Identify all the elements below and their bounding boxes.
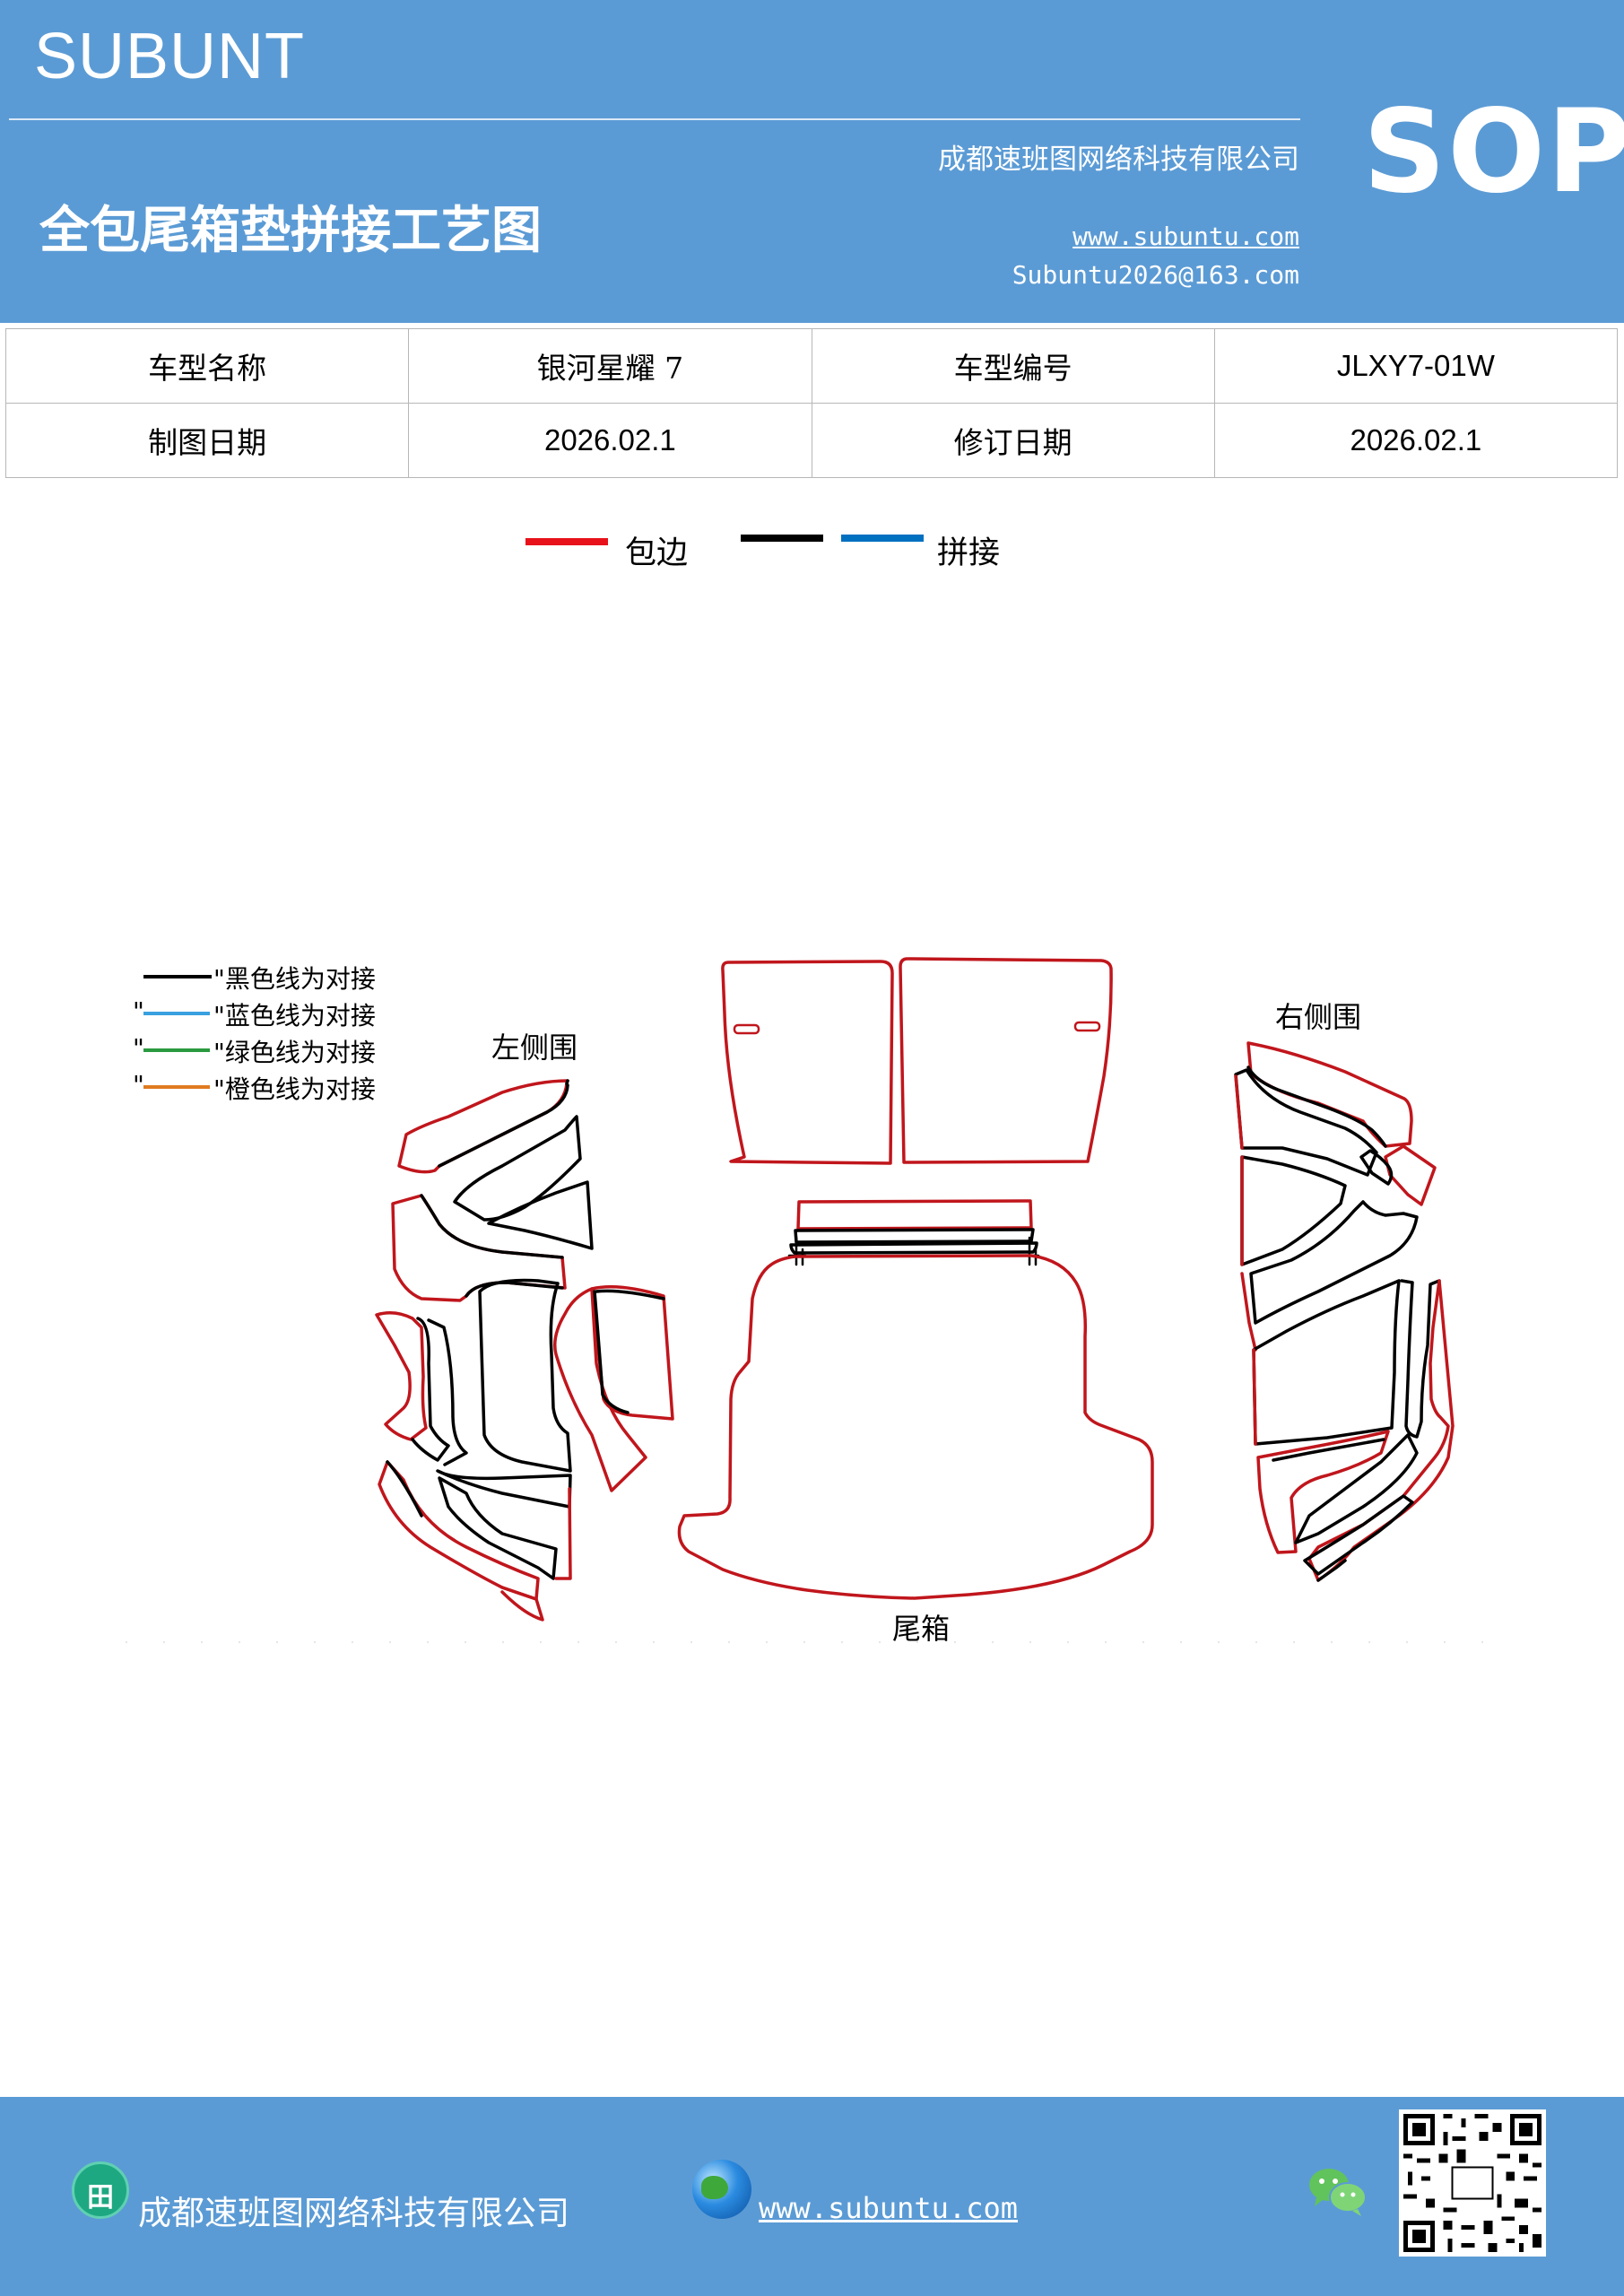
edge-binding-label: 包边 [625, 535, 689, 571]
seam-label: 拼接 [937, 535, 1001, 571]
edge-binding-swatch [525, 538, 608, 545]
seat-back-right-panel [899, 957, 1113, 1164]
seam-black-swatch [741, 535, 823, 542]
seat-back-left-panel [721, 960, 894, 1165]
right-side-panels [1234, 1041, 1455, 1582]
model-name-label: 车型名称 [4, 328, 410, 404]
trunk-label: 尾箱 [892, 1612, 951, 1646]
right-side-label: 右侧围 [1275, 1000, 1362, 1034]
footer-company-name: 成都速班图网络科技有限公司 [138, 2194, 569, 2232]
legend-item-label: "蓝色线为对接 [213, 1001, 376, 1031]
front-strip [787, 1199, 1040, 1266]
document-title: 全包尾箱垫拼接工艺图 [39, 201, 542, 260]
legend-quote: " [133, 1070, 144, 1100]
black-line-swatch [143, 975, 212, 978]
blue-line-swatch [143, 1012, 210, 1015]
brand-name: SUBUNT [34, 21, 306, 92]
vehicle-info-table: 车型名称 银河星耀 7 车型编号 JLXY7-01W 制图日期 2026.02.… [4, 328, 1619, 478]
left-side-label: 左侧围 [491, 1031, 578, 1065]
seam-blue-swatch [841, 535, 924, 542]
orange-line-swatch [143, 1085, 210, 1089]
header-divider [9, 118, 1300, 120]
header-website-link[interactable]: www.subuntu.com [1073, 222, 1299, 251]
header-email[interactable]: Subuntu2026@163.com [1012, 260, 1299, 290]
header-company-name: 成都速班图网络科技有限公司 [938, 144, 1299, 176]
line-legend: 包边 拼接 [0, 511, 1624, 583]
left-side-panels [375, 1079, 674, 1622]
legend-item-label: "橙色线为对接 [213, 1074, 376, 1104]
trunk-mat-pattern-diagram [126, 957, 1489, 1643]
legend-quote: " [133, 1033, 144, 1063]
legend-quote: " [133, 996, 144, 1026]
table-row: 车型名称 银河星耀 7 车型编号 JLXY7-01W [4, 328, 1619, 404]
qr-code[interactable] [1399, 2109, 1546, 2257]
footer-website-link[interactable]: www.subuntu.com [759, 2191, 1018, 2225]
sop-badge: SOP [1363, 85, 1624, 219]
globe-icon [692, 2160, 751, 2219]
revise-date-label: 修订日期 [811, 403, 1215, 478]
wechat-icon[interactable] [1306, 2165, 1368, 2219]
draw-date-value: 2026.02.1 [408, 403, 812, 478]
legend-item-label: "绿色线为对接 [213, 1038, 376, 1067]
model-code-value: JLXY7-01W [1213, 328, 1619, 404]
model-code-label: 车型编号 [811, 328, 1215, 404]
model-name-value: 银河星耀 7 [408, 328, 812, 404]
revise-date-value: 2026.02.1 [1213, 403, 1619, 478]
company-icon: 田 [72, 2161, 129, 2219]
table-row: 制图日期 2026.02.1 修订日期 2026.02.1 [4, 403, 1619, 478]
draw-date-label: 制图日期 [4, 403, 410, 478]
legend-item-label: "黑色线为对接 [213, 964, 376, 994]
trunk-floor-panel [677, 1254, 1154, 1600]
header-banner: SUBUNT SOP 全包尾箱垫拼接工艺图 成都速班图网络科技有限公司 www.… [0, 0, 1624, 323]
green-line-swatch [143, 1048, 210, 1052]
